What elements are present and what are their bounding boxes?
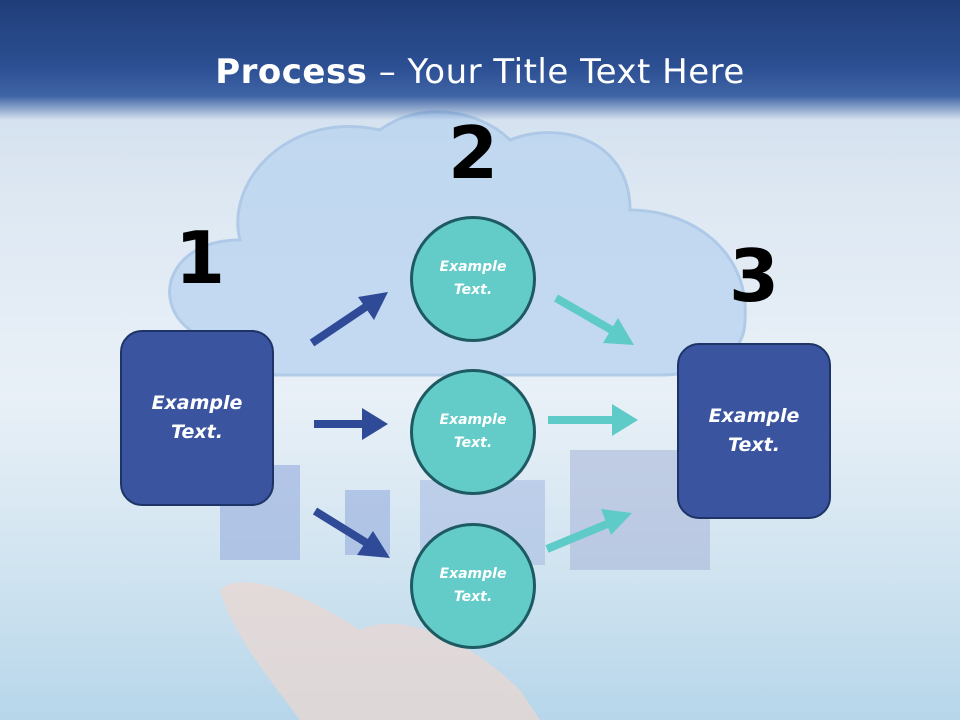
circle-middle-text: Example Text. bbox=[439, 412, 507, 451]
hand-shape bbox=[220, 582, 540, 720]
title-rest: – Your Title Text Here bbox=[367, 52, 745, 92]
step-3-text: Example Text. bbox=[708, 405, 800, 456]
arrow-to-top bbox=[309, 292, 388, 347]
circle-top-text: Example Text. bbox=[439, 259, 507, 298]
arrow-to-bottom bbox=[312, 507, 390, 558]
title-bold: Process bbox=[215, 52, 368, 92]
circle-bottom-text: Example Text. bbox=[439, 566, 507, 605]
step-number-3: 3 bbox=[728, 234, 780, 318]
step-3-box: Example Text. bbox=[677, 343, 831, 519]
arrow-top-to-right bbox=[554, 294, 634, 345]
step-1-box: Example Text. bbox=[120, 330, 274, 506]
arrow-middle-to-right bbox=[548, 404, 638, 436]
step-1-text: Example Text. bbox=[151, 392, 243, 443]
step-number-2: 2 bbox=[447, 111, 499, 195]
slide-title: Process – Your Title Text Here bbox=[0, 52, 960, 92]
title-bar bbox=[0, 0, 960, 120]
step-number-1: 1 bbox=[174, 216, 226, 300]
step-2-circle-top: Example Text. bbox=[410, 216, 536, 342]
step-2-circle-middle: Example Text. bbox=[410, 369, 536, 495]
arrow-bottom-to-right bbox=[545, 509, 632, 553]
step-2-circle-bottom: Example Text. bbox=[410, 523, 536, 649]
arrow-to-middle bbox=[314, 408, 388, 440]
